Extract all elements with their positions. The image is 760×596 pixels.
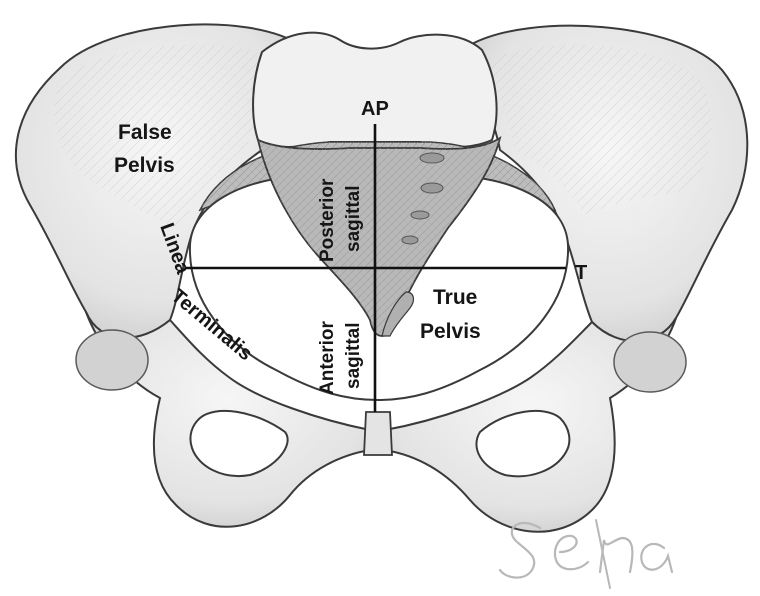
ap-label: AP	[361, 98, 389, 120]
right-obturator-foramen	[475, 409, 571, 478]
anterior-label-line2: sagittal	[343, 322, 364, 389]
true-pelvis-label-line1: True	[433, 286, 477, 309]
anterior-sagittal-label: Anterior sagittal	[317, 321, 364, 396]
sacral-foramen	[419, 152, 445, 164]
false-pelvis-label-line2: Pelvis	[114, 154, 175, 177]
false-pelvis-label-line1: False	[118, 121, 172, 144]
posterior-label-line1: Posterior	[317, 178, 338, 262]
posterior-sagittal-label: Posterior sagittal	[317, 178, 364, 262]
coccyx	[381, 291, 415, 337]
transverse-label: T	[575, 262, 587, 284]
right-acetabulum	[613, 331, 687, 393]
sacral-foramen	[410, 210, 430, 220]
artist-signature	[498, 519, 674, 589]
left-obturator-foramen	[189, 409, 289, 477]
left-wing-shading	[54, 44, 280, 230]
true-pelvis-label-line2: Pelvis	[420, 320, 481, 343]
left-acetabulum	[75, 329, 149, 391]
right-wing-shading	[490, 44, 712, 216]
sacral-foramen	[401, 235, 419, 245]
pubic-symphysis	[363, 411, 393, 456]
sacral-foramen	[420, 182, 444, 194]
anterior-label-line1: Anterior	[317, 321, 338, 396]
posterior-label-line2: sagittal	[343, 185, 364, 252]
